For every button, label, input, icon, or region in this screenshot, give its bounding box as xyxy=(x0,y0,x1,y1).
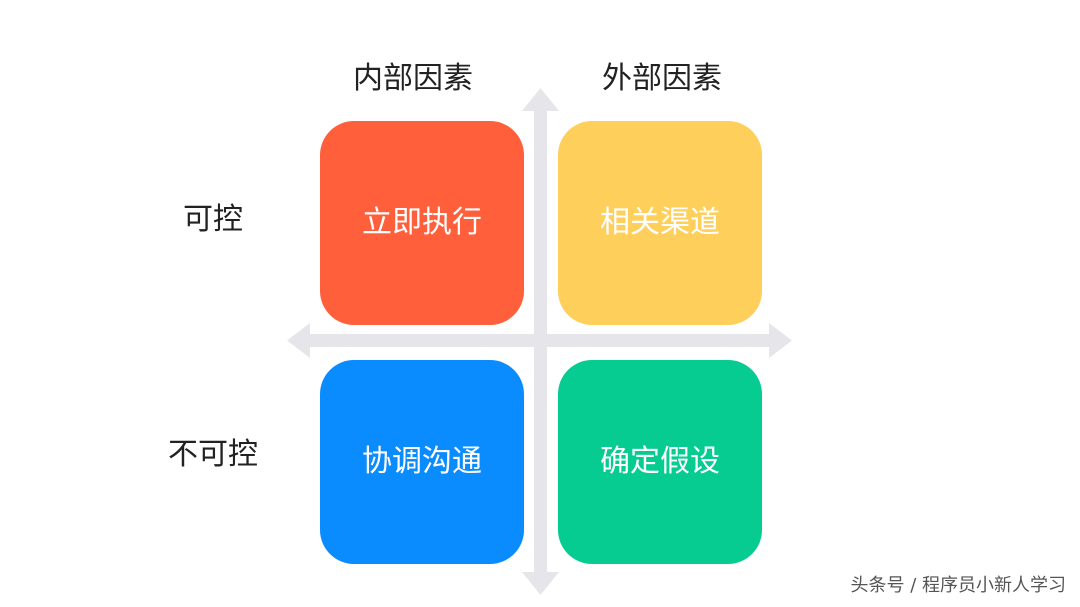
quadrant-bottom-right: 确定假设 xyxy=(558,360,762,564)
arrow-right-icon xyxy=(769,323,792,358)
quadrant-top-left: 立即执行 xyxy=(320,121,524,325)
quadrant-top-right: 相关渠道 xyxy=(558,121,762,325)
row-header-controllable: 可控 xyxy=(183,202,243,237)
axis-group xyxy=(287,88,792,595)
arrow-up-icon xyxy=(522,88,559,111)
row-header-uncontrollable: 不可控 xyxy=(168,437,258,472)
quadrant-bottom-left: 协调沟通 xyxy=(320,360,524,564)
column-header-external: 外部因素 xyxy=(602,61,722,96)
quadrant-label: 协调沟通 xyxy=(362,444,482,479)
quadrant-label: 立即执行 xyxy=(362,205,482,240)
column-header-internal: 内部因素 xyxy=(353,61,473,96)
watermark-text: 头条号 / 程序员小新人学习 xyxy=(850,575,1066,596)
quadrant-label: 相关渠道 xyxy=(600,205,720,240)
vertical-axis-line xyxy=(534,104,547,576)
arrow-left-icon xyxy=(287,323,310,358)
arrow-down-icon xyxy=(522,572,559,595)
quadrant-label: 确定假设 xyxy=(600,444,720,479)
